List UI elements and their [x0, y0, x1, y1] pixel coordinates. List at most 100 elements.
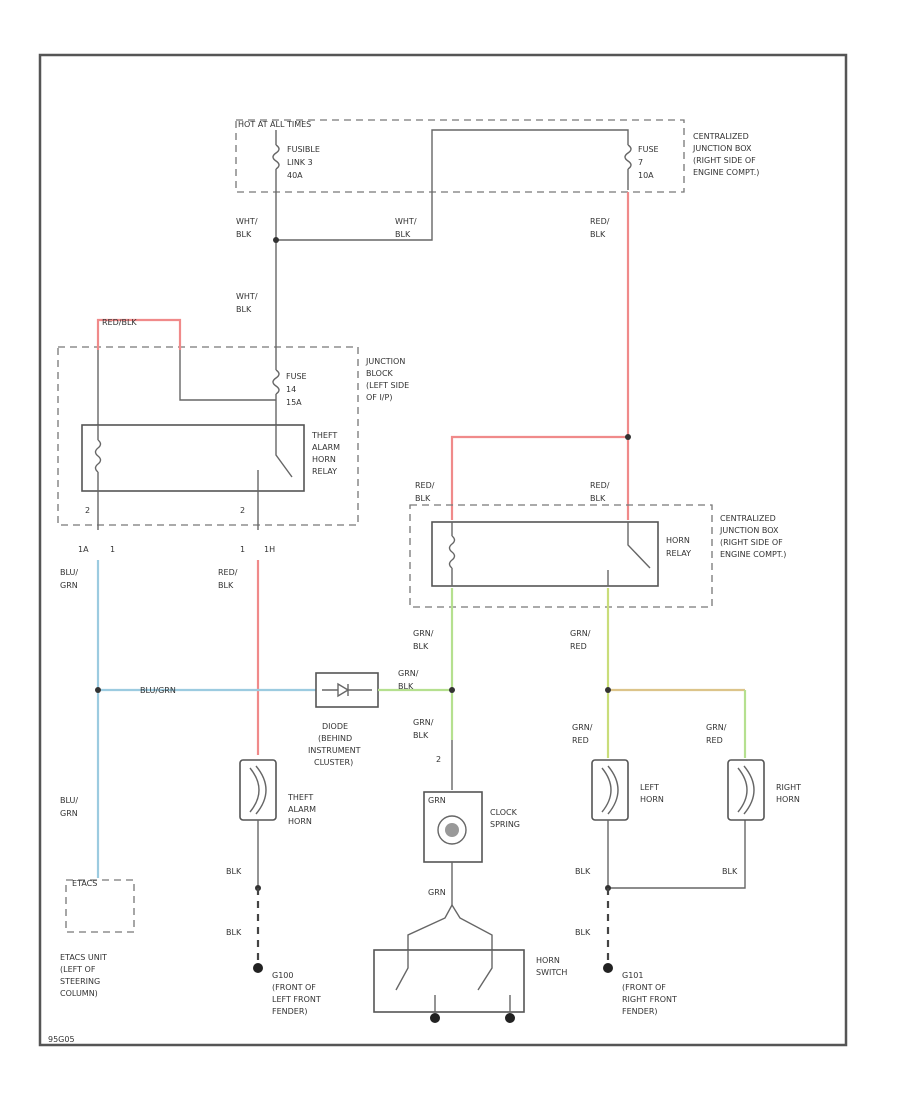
- wire-label: BLK: [218, 581, 234, 590]
- g100-label-4: FENDER): [272, 1007, 308, 1016]
- right-horn: [727, 759, 765, 821]
- wire-label: BLK: [226, 867, 242, 876]
- wire-label: RED/: [590, 217, 610, 226]
- fuse7-number: 7: [638, 158, 643, 167]
- left-horn-label-1: LEFT: [640, 783, 659, 792]
- wht-blk-wire-branch: [276, 190, 433, 241]
- pin-label: 1: [110, 545, 115, 554]
- fusible-link-label-2: LINK 3: [287, 158, 313, 167]
- cjb-top-label-2: JUNCTION BOX: [692, 144, 752, 153]
- ground-g101: [603, 963, 613, 973]
- wire-label: GRN/: [706, 723, 727, 732]
- cjb-top-label-3: (RIGHT SIDE OF: [693, 156, 756, 165]
- splice-dot: [605, 687, 611, 693]
- wire-label: GRN/: [398, 669, 419, 678]
- tar-label-4: RELAY: [312, 467, 337, 476]
- horn-switch-feed: [407, 903, 493, 950]
- centralized-junction-box-mid: [409, 504, 713, 608]
- g100-label-2: (FRONT OF: [272, 983, 316, 992]
- fuse7-feed: [431, 129, 632, 190]
- wire-label: BLK: [575, 928, 591, 937]
- wire-label: WHT/: [395, 217, 417, 226]
- wire-label: BLK: [398, 682, 414, 691]
- tah-label-1: THEFT: [287, 793, 313, 802]
- fusible-link-rating: 40A: [287, 171, 303, 180]
- horn-switch-contacts: [395, 950, 511, 1012]
- junction-block-ip: [57, 346, 359, 526]
- clock-spring-reel: [437, 815, 467, 845]
- cjb-mid-label-2: JUNCTION BOX: [719, 526, 779, 535]
- horn-switch-ground: [505, 1013, 515, 1023]
- tar-label-1: THEFT: [311, 431, 337, 440]
- pin-label: 1: [240, 545, 245, 554]
- relay-coil-symbol: [94, 425, 102, 491]
- relay-outputs: [97, 491, 259, 530]
- diode-label-1: DIODE: [322, 722, 348, 731]
- wire-label: GRN: [60, 581, 78, 590]
- jb-label-2: BLOCK: [366, 369, 394, 378]
- wire-label: BLK: [236, 305, 252, 314]
- wire-label: BLK: [575, 867, 591, 876]
- wire-label: BLK: [236, 230, 252, 239]
- red-blk-wire-horn-relay: [450, 435, 630, 520]
- etacs-label-2: (LEFT OF: [60, 965, 96, 974]
- pin-label: 2: [436, 755, 441, 764]
- fuse14-feed: [179, 350, 276, 401]
- pin-label: 2: [85, 506, 90, 515]
- wire-label: BLK: [226, 928, 242, 937]
- horn-relay-coil: [448, 522, 456, 586]
- cjb-top-label-1: CENTRALIZED: [693, 132, 749, 141]
- wire-label: BLK: [590, 230, 606, 239]
- right-horn-label-1: RIGHT: [776, 783, 801, 792]
- fuse14-number: 14: [286, 385, 296, 394]
- jb-label-4: OF I/P): [366, 393, 392, 402]
- splice-dot: [625, 434, 631, 440]
- horn-relay: [431, 521, 659, 587]
- jb-label-3: (LEFT SIDE: [366, 381, 409, 390]
- clock-spring-label-2: SPRING: [490, 820, 520, 829]
- wire-label: BLK: [413, 642, 429, 651]
- fuse7-rating: 10A: [638, 171, 654, 180]
- wire-label: BLU/GRN: [140, 686, 176, 695]
- horn-switch-ground: [430, 1013, 440, 1023]
- splice-dot: [449, 687, 455, 693]
- g101-label-1: G101: [622, 971, 643, 980]
- horn-switch: [373, 949, 525, 1013]
- theft-alarm-horn-relay: [81, 424, 305, 492]
- blk-wire-horns: [607, 820, 746, 889]
- etacs-label-4: COLUMN): [60, 989, 98, 998]
- wire-label: GRN/: [413, 718, 434, 727]
- wire-label: RED/: [415, 481, 435, 490]
- tah-label-2: ALARM: [288, 805, 316, 814]
- wire-label: BLK: [415, 494, 431, 503]
- wire-label: BLK: [590, 494, 606, 503]
- splice-dot: [273, 237, 279, 243]
- fuse14-rating: 15A: [286, 398, 302, 407]
- pin-label: 2: [240, 506, 245, 515]
- left-horn-label-2: HORN: [640, 795, 664, 804]
- tar-label-2: ALARM: [312, 443, 340, 452]
- clock-spring-hub: [445, 823, 459, 837]
- wire-label: RED: [706, 736, 723, 745]
- horn-relay-switch: [607, 522, 651, 586]
- diode-label-4: CLUSTER): [314, 758, 353, 767]
- pin-label: 1A: [78, 545, 89, 554]
- wire-label: GRN/: [570, 629, 591, 638]
- wire-label: WHT/: [236, 292, 258, 301]
- wire-label: GRN: [428, 888, 446, 897]
- horn-switch-label-2: SWITCH: [536, 968, 567, 977]
- wire-label: GRN/: [572, 723, 593, 732]
- wire-label: BLK: [722, 867, 738, 876]
- wire-label: GRN/: [413, 629, 434, 638]
- fusible-link-symbol: [272, 130, 280, 190]
- cjb-top-label-4: ENGINE COMPT.): [693, 168, 759, 177]
- horn-switch-label-1: HORN: [536, 956, 560, 965]
- diode-symbol: [322, 682, 372, 698]
- tar-label-3: HORN: [312, 455, 336, 464]
- red-blk-jumper: [96, 318, 182, 350]
- horn-relay-label-2: RELAY: [666, 549, 691, 558]
- g100-label-3: LEFT FRONT: [272, 995, 321, 1004]
- g101-label-2: (FRONT OF: [622, 983, 666, 992]
- cjb-mid-label-4: ENGINE COMPT.): [720, 550, 786, 559]
- wire-label: RED/: [590, 481, 610, 490]
